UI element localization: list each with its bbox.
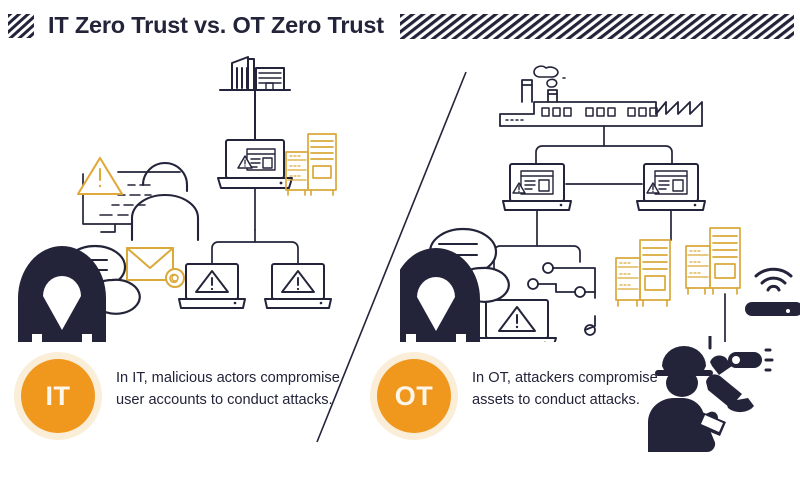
laptop-warning-icon xyxy=(477,299,557,342)
email-at-icon xyxy=(126,247,185,288)
worker-robot-arm-icon xyxy=(648,336,774,452)
network-nodes-icon xyxy=(527,262,596,336)
wifi-router-icon xyxy=(745,267,800,316)
office-buildings-icon xyxy=(219,56,291,91)
server-rack-icon xyxy=(685,227,741,295)
server-rack-icon xyxy=(285,133,337,196)
laptop-hmi-icon xyxy=(636,163,706,211)
connector-tree xyxy=(211,187,299,265)
hatch-band-right xyxy=(399,13,794,39)
laptop-warning-icon xyxy=(178,263,246,309)
page-title: IT Zero Trust vs. OT Zero Trust xyxy=(48,12,384,39)
it-zero-trust-diagram xyxy=(0,52,400,342)
it-badge-label: IT xyxy=(21,359,95,433)
it-caption: IT In IT, malicious actors compromise us… xyxy=(14,352,344,440)
ot-badge-label: OT xyxy=(377,359,451,433)
ot-caption-text: In OT, attackers compromise assets to co… xyxy=(472,370,658,408)
hatch-block-left xyxy=(8,14,34,38)
connector-tree xyxy=(535,125,673,165)
connector-tree xyxy=(493,209,581,277)
ot-badge: OT xyxy=(370,352,458,440)
hacker-hooded-figure-icon xyxy=(18,246,106,342)
warning-triangle-icon xyxy=(76,156,124,196)
laptop-hmi-icon xyxy=(502,163,572,211)
laptop-breach-icon xyxy=(217,139,293,189)
factory-icon xyxy=(499,65,703,127)
header: IT Zero Trust vs. OT Zero Trust xyxy=(0,0,800,52)
user-avatar-icon xyxy=(130,161,200,242)
hacker-hooded-figure-icon xyxy=(400,248,480,342)
server-rack-icon xyxy=(615,239,671,307)
laptop-warning-icon xyxy=(264,263,332,309)
it-caption-text: In IT, malicious actors compromise user … xyxy=(116,370,340,408)
ot-caption: OT In OT, attackers compromise assets to… xyxy=(370,352,670,440)
it-badge: IT xyxy=(14,352,102,440)
ot-zero-trust-diagram xyxy=(400,52,800,342)
